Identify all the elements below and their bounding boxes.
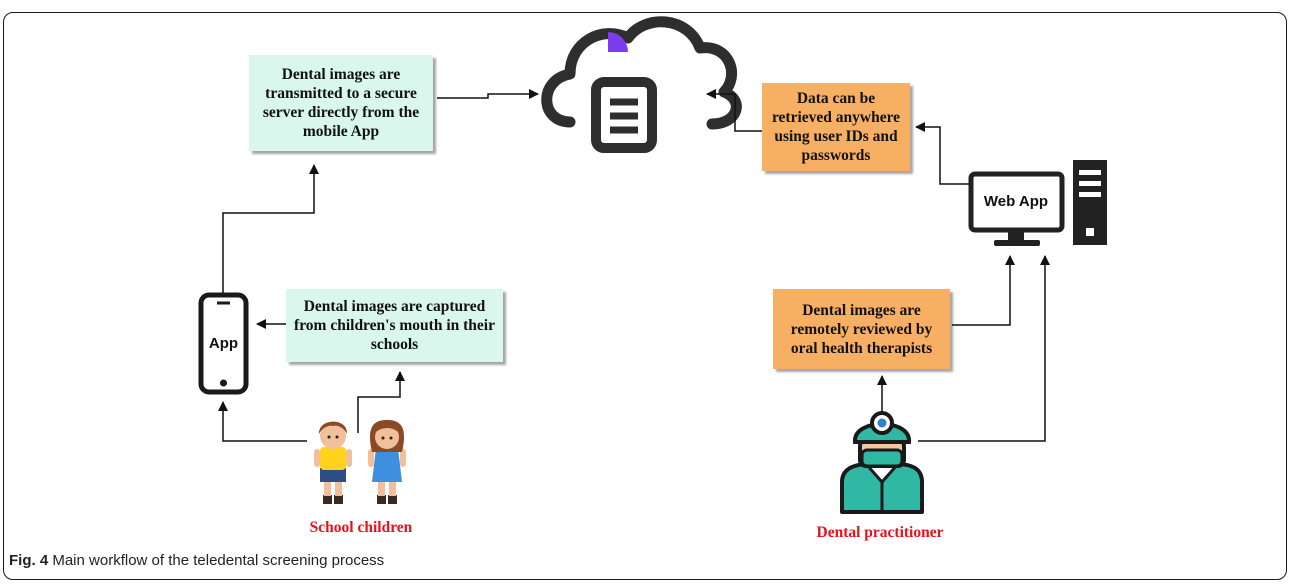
- figure-number: Fig. 4: [9, 552, 49, 569]
- capture-images-box: Dental images are captured from children…: [286, 289, 503, 362]
- desktop-computer-icon: Web App: [968, 160, 1107, 246]
- figure-caption: Fig. 4 Main workflow of the teledental s…: [9, 552, 384, 569]
- retrieve-data-box: Data can be retrieved anywhere using use…: [762, 83, 910, 171]
- caption-text: Main workflow of the teledental screenin…: [48, 552, 385, 569]
- remote-review-box: Dental images are remotely reviewed by o…: [773, 289, 950, 369]
- transmit-to-server-box: Dental images are transmitted to a secur…: [249, 55, 433, 151]
- connector-arrows: [218, 89, 1050, 442]
- phone-label: App: [209, 335, 238, 352]
- cloud-server-icon: [541, 16, 742, 153]
- dentist-icon: [840, 411, 924, 514]
- figure-frame: [3, 12, 1287, 580]
- computer-label: Web App: [984, 193, 1048, 210]
- smartphone-icon: App: [198, 292, 249, 395]
- children-icon: [314, 420, 406, 504]
- dental-practitioner-label: Dental practitioner: [816, 524, 944, 541]
- school-children-label: School children: [309, 519, 413, 536]
